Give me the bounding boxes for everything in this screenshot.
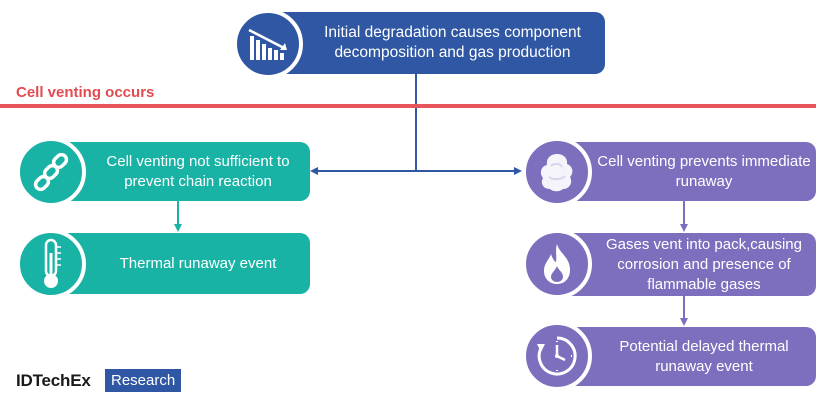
venting-label: Cell venting occurs [16, 84, 155, 101]
top-step-text: Initial degradation causes component dec… [324, 24, 581, 61]
right-step-text-2: Gases vent into pack,causing corrosion a… [606, 235, 802, 293]
brand-logo-research: Research [105, 369, 182, 392]
left-step-box-1 [52, 142, 310, 201]
thermometer-icon [16, 229, 86, 299]
venting-divider-line [0, 104, 816, 108]
chain-icon [16, 137, 86, 207]
brand-logo-text: IDTechEx [16, 371, 91, 390]
declining-bar-chart-icon [233, 9, 303, 79]
right-step-text-3: Potential delayed thermal runaway event [619, 337, 789, 375]
flame-icon [522, 229, 592, 299]
left-step-text-1: Cell venting not sufficient to prevent c… [106, 152, 290, 190]
left-step-text-2: Thermal runaway event [119, 254, 277, 272]
clock-icon [522, 321, 592, 391]
top-step-box [246, 12, 605, 74]
gas-cloud-icon [522, 137, 592, 207]
left-step-box-2 [52, 233, 310, 294]
right-step-box-3 [558, 327, 816, 386]
right-step-box-2 [558, 233, 816, 296]
right-step-box-1 [558, 142, 816, 201]
right-step-text-1: Cell venting prevents immediate runaway [597, 152, 811, 190]
